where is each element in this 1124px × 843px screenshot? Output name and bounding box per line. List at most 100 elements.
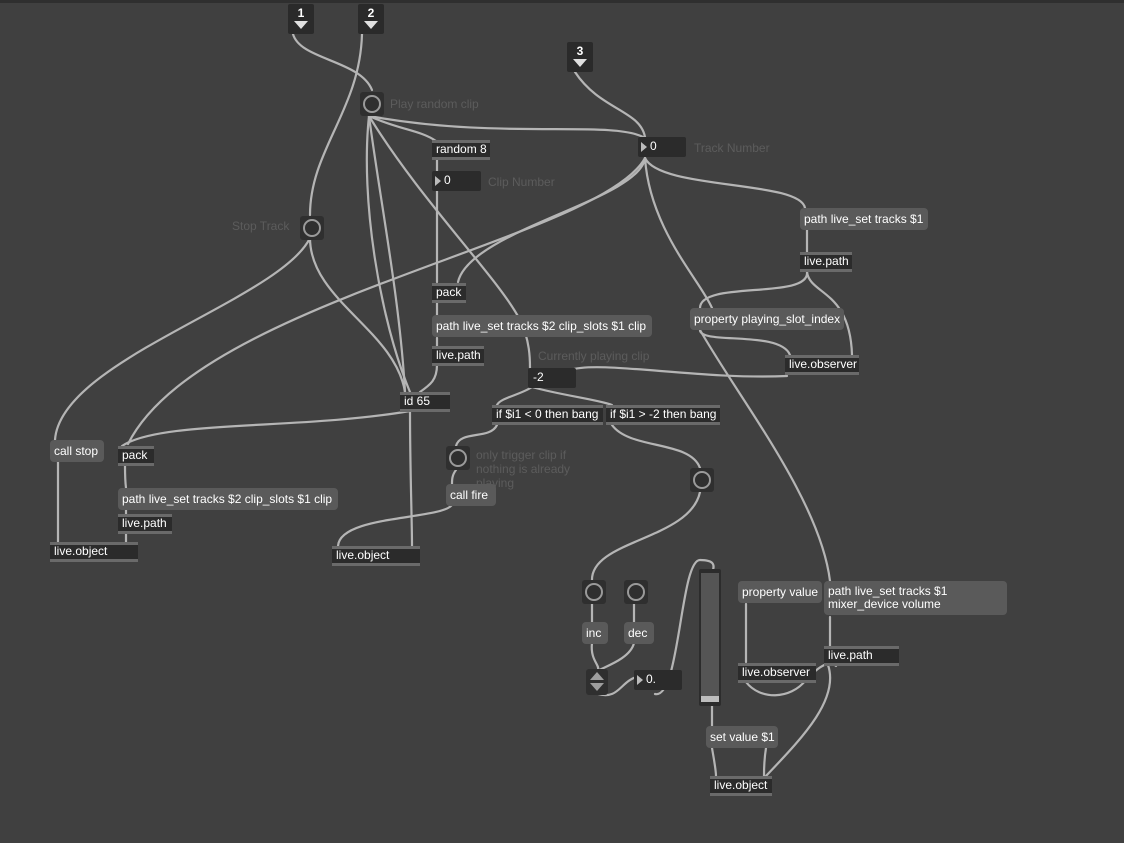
inlet-arrow-icon: [364, 21, 378, 29]
set-value-message[interactable]: set value $1: [706, 726, 778, 748]
patch-cord: [590, 490, 702, 583]
message-text: path live_set tracks $2 clip_slots $1 cl…: [122, 492, 333, 506]
patch-cord: [594, 641, 636, 674]
patch-cord: [367, 114, 407, 394]
live-observer-bottom-object[interactable]: live.observer: [738, 663, 816, 683]
volume-bang[interactable]: [690, 468, 714, 492]
path-live-set-tracks-message[interactable]: path live_set tracks $1: [800, 208, 928, 230]
object-text: live.path: [804, 254, 849, 268]
patch-cord: [365, 114, 412, 394]
message-text: path live_set tracks $1 mixer_device vol…: [828, 584, 948, 611]
object-text: live.path: [436, 348, 481, 362]
object-text: if $i1 < 0 then bang: [496, 407, 599, 421]
patch-cord: [643, 156, 807, 210]
currently-playing-number-box[interactable]: -2: [528, 368, 576, 388]
stop-track-bang[interactable]: [300, 216, 324, 240]
volume-slider[interactable]: [699, 569, 721, 706]
patch-cord: [643, 156, 714, 310]
bang-circle-icon: [363, 95, 381, 113]
patch-cord: [762, 746, 768, 778]
path-clip-slots-message[interactable]: path live_set tracks $2 clip_slots $1 cl…: [432, 315, 652, 337]
patch-cord: [291, 32, 374, 92]
call-fire-message[interactable]: call fire: [446, 484, 496, 506]
random-8-object[interactable]: random 8: [432, 140, 490, 160]
live-path-bottom-object[interactable]: live.path: [824, 646, 899, 666]
if-less-than-zero-object[interactable]: if $i1 < 0 then bang: [492, 405, 603, 425]
property-playing-slot-index-message[interactable]: property playing_slot_index: [690, 308, 844, 330]
up-down-stepper[interactable]: [586, 669, 608, 695]
patch-cord: [710, 746, 718, 778]
object-text: live.path: [828, 648, 873, 662]
patch-cord: [126, 156, 647, 446]
bang-circle-icon: [627, 583, 645, 601]
patch-cord: [495, 385, 534, 407]
number-triangle-icon: [637, 675, 643, 685]
arrow-down-icon: [590, 683, 604, 691]
patch-cord: [367, 114, 438, 143]
track-number-box[interactable]: 0: [638, 137, 686, 157]
path-clip-slots-left-message[interactable]: path live_set tracks $2 clip_slots $1 cl…: [118, 488, 338, 510]
bang-circle-icon: [303, 219, 321, 237]
inlet-1[interactable]: 1: [288, 4, 314, 34]
slider-track: [701, 573, 719, 696]
clip-number-box[interactable]: 0: [432, 171, 481, 191]
float-number-box[interactable]: 0.: [634, 670, 682, 690]
message-text: set value $1: [710, 730, 775, 744]
patch-cord: [610, 423, 702, 470]
patch-cord: [698, 270, 809, 310]
currently-playing-value: -2: [533, 370, 544, 384]
object-text: live.object: [714, 778, 768, 792]
patch-cord: [418, 363, 439, 394]
bang-circle-icon: [693, 471, 711, 489]
clip-number-label: Clip Number: [488, 175, 555, 189]
live-observer-top-object[interactable]: live.observer: [785, 355, 859, 375]
patch-cord: [308, 32, 364, 217]
live-object-mid[interactable]: live.object: [332, 546, 420, 566]
inc-message[interactable]: inc: [582, 622, 608, 644]
live-object-bottom[interactable]: live.object: [710, 776, 772, 796]
property-value-message[interactable]: property value: [738, 581, 822, 603]
pack-top-object[interactable]: pack: [432, 283, 466, 303]
message-text: property value: [742, 585, 819, 599]
number-triangle-icon: [435, 176, 441, 186]
live-path-left-object[interactable]: live.path: [118, 514, 172, 534]
only-trigger-bang[interactable]: [446, 446, 470, 470]
dec-message[interactable]: dec: [624, 622, 654, 644]
message-text: call fire: [450, 488, 489, 502]
object-text: pack: [436, 285, 462, 299]
inlet-3[interactable]: 3: [567, 42, 593, 72]
call-stop-message[interactable]: call stop: [50, 440, 104, 462]
live-path-top-object[interactable]: live.path: [800, 252, 852, 272]
inlet-number: 3: [576, 44, 584, 58]
live-path-mid-object[interactable]: live.path: [432, 346, 484, 366]
patch-cord: [573, 70, 647, 139]
inc-bang[interactable]: [582, 580, 606, 604]
message-text: path live_set tracks $1: [804, 212, 924, 226]
message-text: inc: [586, 626, 602, 640]
play-random-clip-bang[interactable]: [360, 92, 384, 116]
inlet-number: 2: [367, 6, 375, 20]
object-text: random 8: [436, 142, 487, 156]
inlet-2[interactable]: 2: [358, 4, 384, 34]
message-text: dec: [628, 626, 648, 640]
message-text: property playing_slot_index: [694, 312, 841, 326]
dec-bang[interactable]: [624, 580, 648, 604]
live-object-left[interactable]: live.object: [50, 542, 138, 562]
patch-cord: [568, 366, 789, 378]
object-text: live.observer: [742, 665, 811, 679]
patch-cord: [454, 423, 499, 448]
if-greater-than-minus-two-object[interactable]: if $i1 > -2 then bang: [606, 405, 720, 425]
patch-cord: [367, 114, 645, 139]
path-mixer-device-volume-message[interactable]: path live_set tracks $1 mixer_device vol…: [824, 581, 1007, 615]
object-text: live.observer: [789, 357, 858, 371]
clip-number-value: 0: [444, 173, 451, 187]
patch-cord: [123, 464, 128, 490]
currently-playing-label: Currently playing clip: [538, 349, 650, 363]
pack-left-object[interactable]: pack: [118, 446, 154, 466]
slider-knob[interactable]: [701, 696, 719, 702]
patch-cord: [698, 328, 792, 357]
play-random-clip-label: Play random clip: [390, 97, 479, 111]
object-text: id 65: [404, 394, 431, 408]
number-triangle-icon: [641, 142, 647, 152]
id-65-object[interactable]: id 65: [400, 392, 450, 412]
